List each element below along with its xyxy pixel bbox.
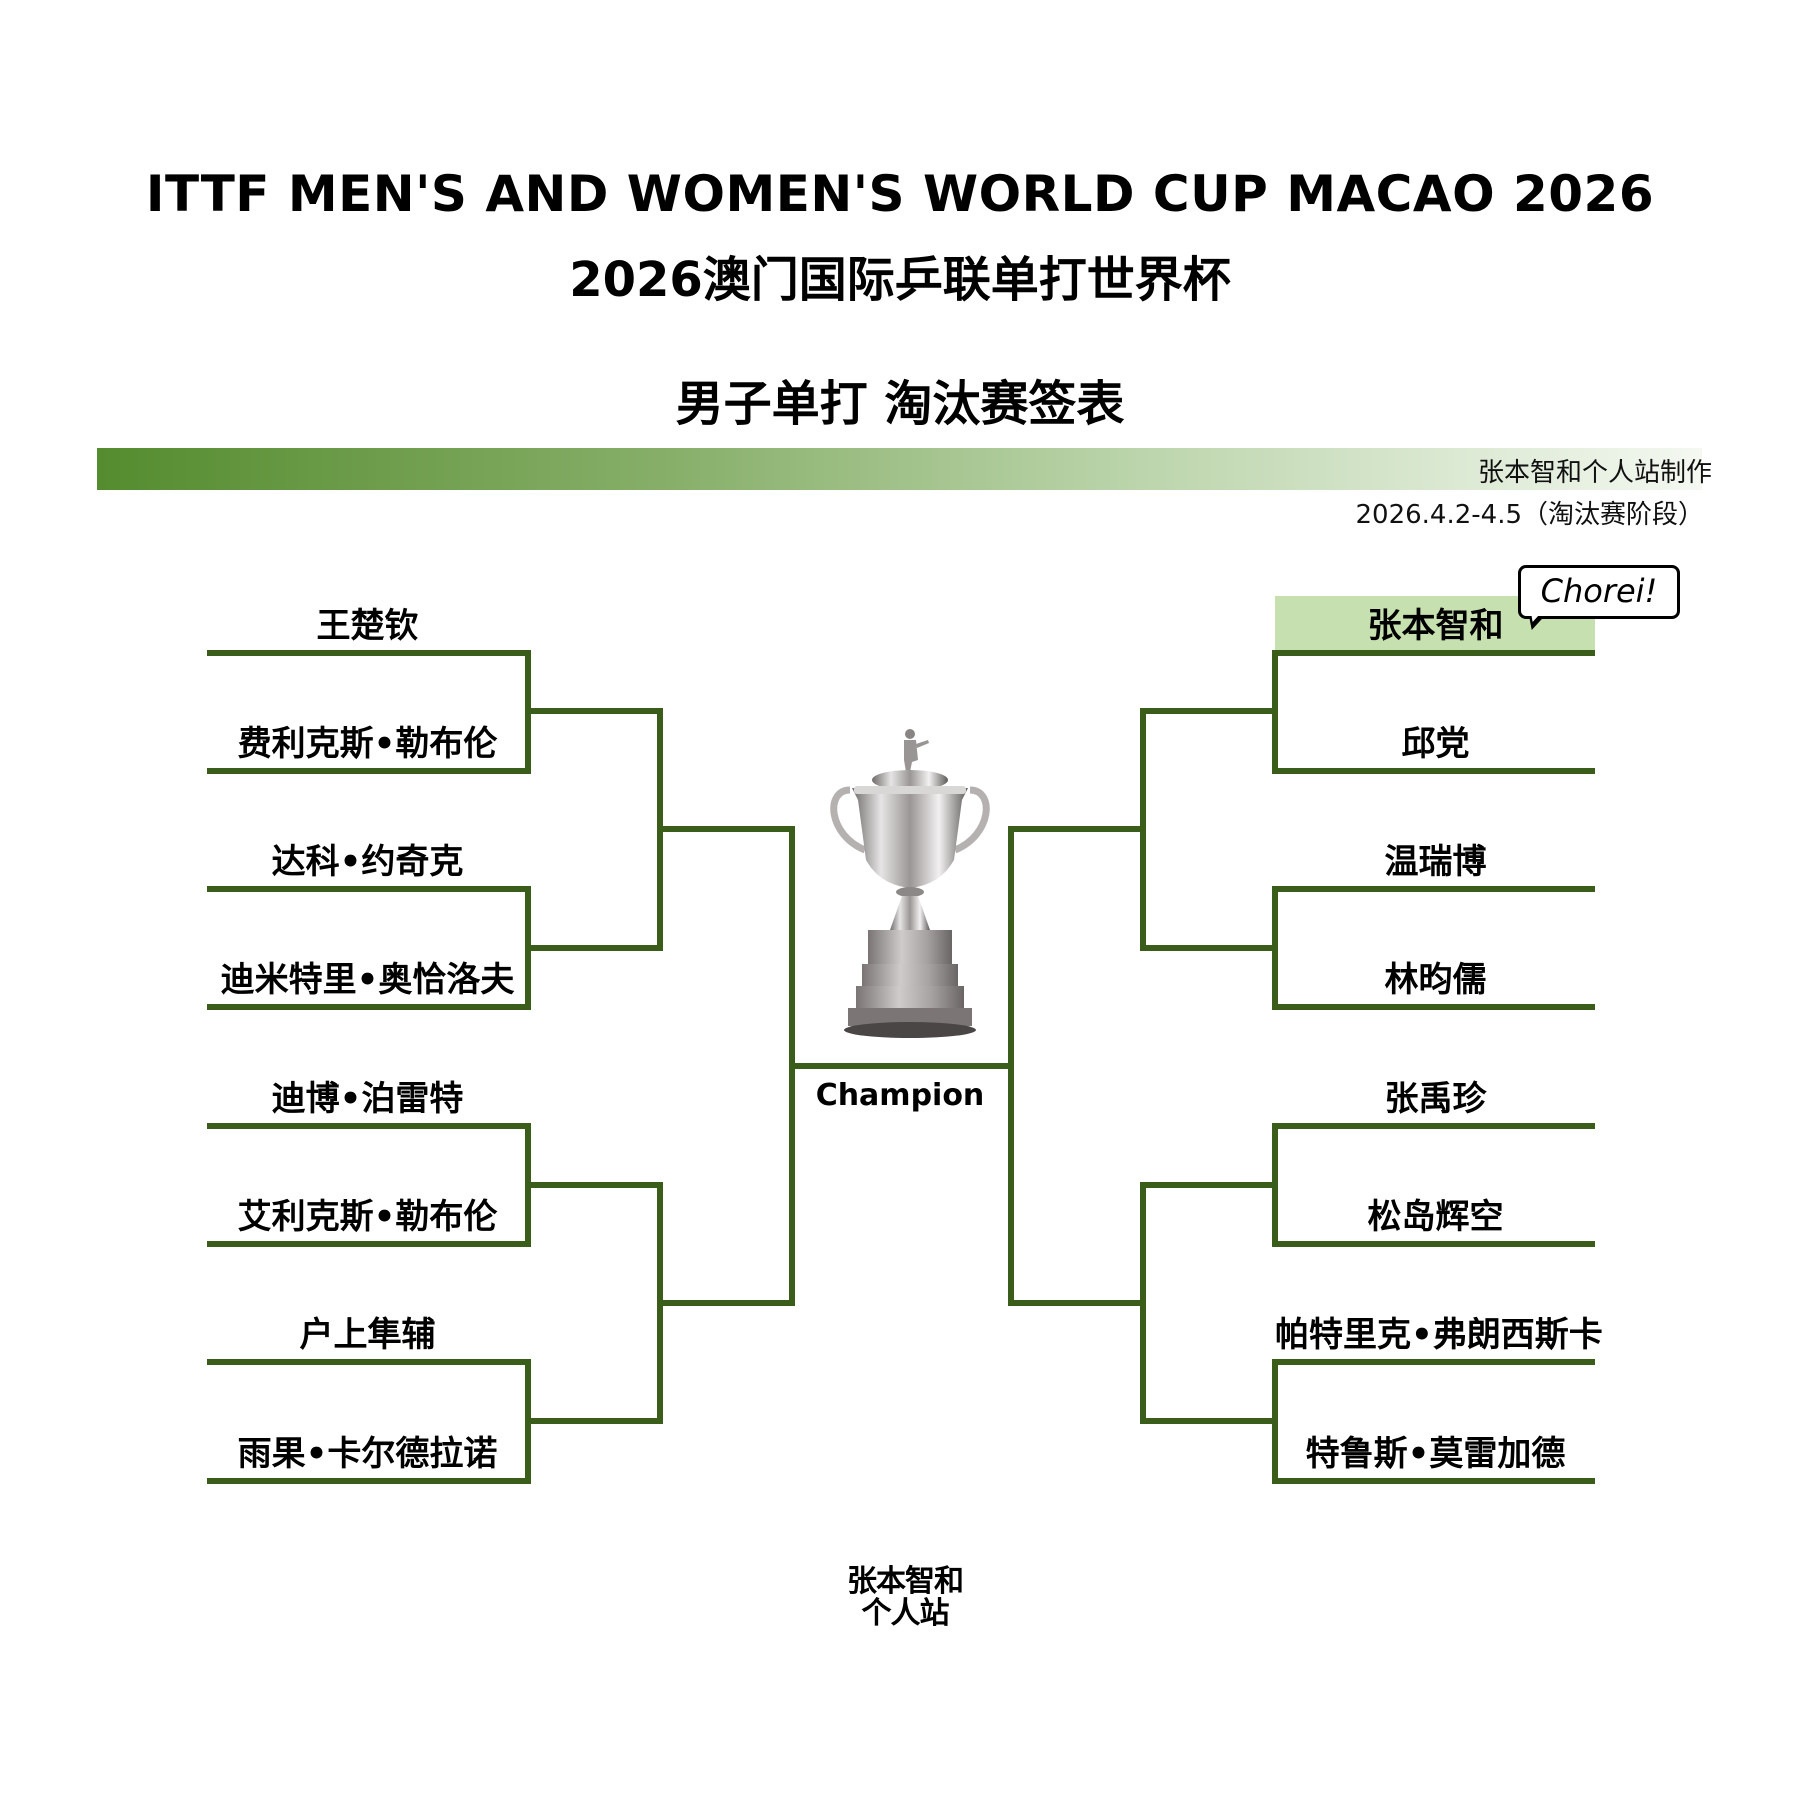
bracket-line xyxy=(1008,1300,1146,1306)
bracket-line xyxy=(525,1418,663,1424)
trophy-icon xyxy=(830,729,990,1038)
bracket-line xyxy=(1272,886,1595,892)
logo-line-1: 张本智和 xyxy=(847,1564,964,1599)
player-left-7: 户上隼辅 xyxy=(299,1315,436,1355)
bracket-line xyxy=(207,1123,531,1129)
bracket-line xyxy=(1008,826,1014,1306)
bracket-line xyxy=(207,886,531,892)
date-range: 2026.4.2-4.5（淘汰赛阶段） xyxy=(1355,500,1704,530)
player-right-6: 松岛辉空 xyxy=(1367,1197,1504,1237)
bracket-line xyxy=(207,1478,531,1484)
bracket-line xyxy=(1272,1241,1595,1247)
bracket-line xyxy=(525,1182,663,1188)
player-right-1: 张本智和 xyxy=(1367,606,1504,646)
bracket-line xyxy=(1008,826,1146,832)
bracket-line xyxy=(657,1300,795,1306)
player-left-3: 达科•约奇克 xyxy=(271,842,464,882)
bracket-line xyxy=(207,650,531,656)
bracket-line xyxy=(1272,1004,1595,1010)
player-right-5: 张禹珍 xyxy=(1384,1079,1487,1119)
title-chinese: 2026澳门国际乒联单打世界杯 xyxy=(569,252,1231,308)
player-right-7: 帕特里克•弗朗西斯卡 xyxy=(1275,1315,1603,1355)
maker-credit: 张本智和个人站制作 xyxy=(1477,458,1712,488)
bracket-line xyxy=(525,945,663,951)
bracket-line xyxy=(1140,708,1278,714)
gradient-banner xyxy=(97,448,1702,490)
player-right-2: 邱党 xyxy=(1401,724,1470,764)
bracket-line xyxy=(207,1004,531,1010)
player-left-5: 迪博•泊雷特 xyxy=(271,1079,464,1119)
player-right-4: 林昀儒 xyxy=(1384,960,1487,1000)
champion-label: Champion xyxy=(815,1078,985,1113)
bracket-line xyxy=(1272,1478,1595,1484)
speech-bubble: Chorei! xyxy=(1518,565,1680,619)
player-left-4: 迪米特里•奥恰洛夫 xyxy=(220,960,515,1000)
bracket-line xyxy=(207,768,531,774)
champion-line xyxy=(789,1063,1011,1069)
bracket-line xyxy=(207,1359,531,1365)
player-left-8: 雨果•卡尔德拉诺 xyxy=(237,1434,498,1474)
bracket-line xyxy=(1140,945,1278,951)
bracket-line xyxy=(1140,1418,1278,1424)
player-left-1: 王楚钦 xyxy=(316,606,419,646)
player-left-2: 费利克斯•勒布伦 xyxy=(237,724,498,764)
bracket-line xyxy=(1272,650,1595,656)
title-english: ITTF MEN'S AND WOMEN'S WORLD CUP MACAO 2… xyxy=(145,165,1655,223)
bracket-line xyxy=(1140,1182,1278,1188)
bracket-line xyxy=(1272,1123,1595,1129)
player-right-3: 温瑞博 xyxy=(1384,842,1487,882)
player-left-6: 艾利克斯•勒布伦 xyxy=(237,1197,498,1237)
bracket-line xyxy=(657,826,795,832)
site-logo: 张本智和 个人站 xyxy=(840,1566,970,1630)
logo-line-2: 个人站 xyxy=(861,1596,950,1631)
bracket-line xyxy=(1272,1359,1595,1365)
bracket-line xyxy=(207,1241,531,1247)
page-subtitle: 男子单打 淘汰赛签表 xyxy=(675,376,1125,432)
bracket-line xyxy=(525,708,663,714)
player-right-8: 特鲁斯•莫雷加德 xyxy=(1305,1434,1566,1474)
bracket-line xyxy=(1272,768,1595,774)
